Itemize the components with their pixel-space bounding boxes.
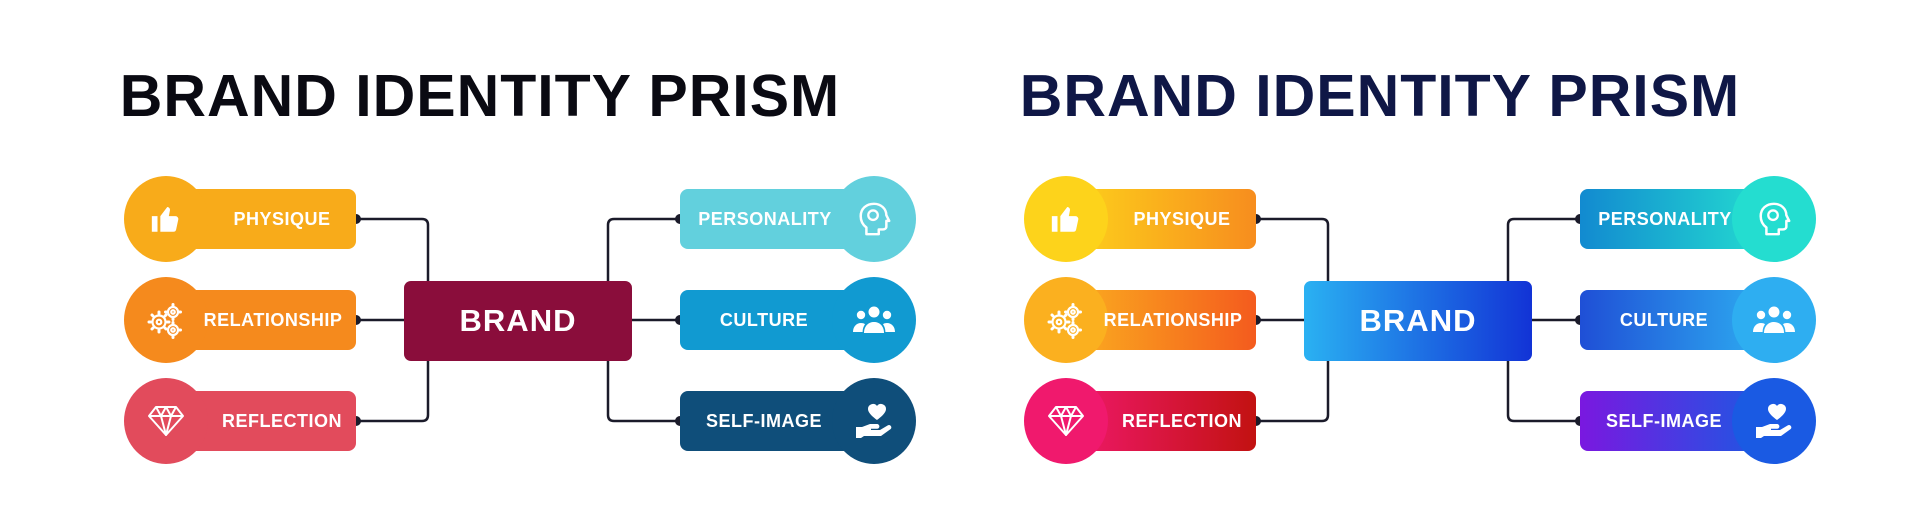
brand-center-box: BRAND [1304, 281, 1532, 361]
gears-icon [124, 277, 208, 363]
connector-lines [1251, 214, 1585, 426]
brand-center-box: BRAND [404, 281, 632, 361]
item-label: PHYSIQUE [1133, 208, 1231, 229]
item-label: SELF-IMAGE [706, 410, 822, 431]
heart-hand-icon [1732, 378, 1816, 464]
item-label: SELF-IMAGE [1606, 410, 1722, 431]
item-label: PERSONALITY [698, 208, 832, 229]
item-label: CULTURE [719, 309, 809, 330]
people-icon [832, 277, 916, 363]
prism-panel-gradient: BRAND IDENTITY PRISM BRAND PHYSIQUE [900, 0, 1860, 508]
panel-title: BRAND IDENTITY PRISM [1019, 63, 1741, 129]
people-icon [1732, 277, 1816, 363]
item-label: RELATIONSHIP [1103, 309, 1243, 330]
gears-icon [1024, 277, 1108, 363]
item-label: CULTURE [1619, 309, 1709, 330]
item-label: PHYSIQUE [233, 208, 331, 229]
head-icon [1732, 176, 1816, 262]
head-icon [832, 176, 916, 262]
thumbs-up-icon [124, 176, 208, 262]
thumbs-up-icon [1024, 176, 1108, 262]
item-label: REFLECTION [1122, 410, 1242, 431]
item-label: RELATIONSHIP [203, 309, 343, 330]
item-label: PERSONALITY [1598, 208, 1732, 229]
panel-title: BRAND IDENTITY PRISM [119, 63, 841, 129]
item-label: REFLECTION [222, 410, 342, 431]
prism-panel-solid: BRAND IDENTITY PRISM BRAND PHYSIQUE [119, 63, 916, 464]
heart-hand-icon [832, 378, 916, 464]
diamond-icon [1024, 378, 1108, 464]
diamond-icon [124, 378, 208, 464]
